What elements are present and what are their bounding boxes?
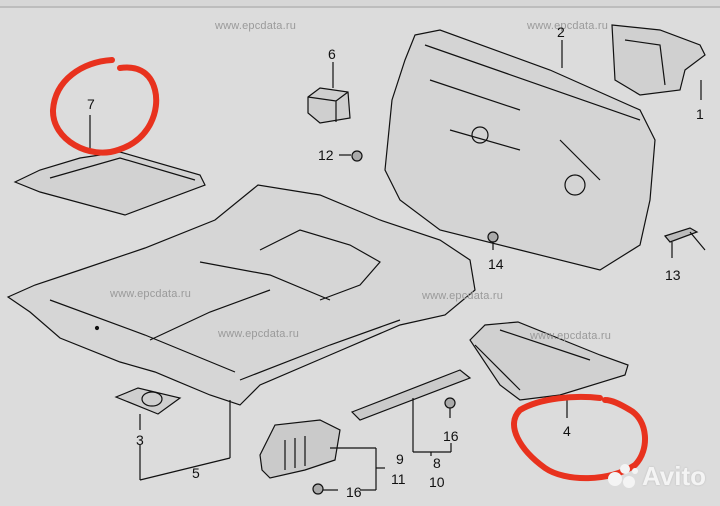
part-13-fastener [663, 227, 706, 258]
part-2-insulator [384, 29, 656, 271]
red-annotations [49, 57, 649, 482]
part-6-block [307, 62, 351, 124]
callout-11: 11 [391, 471, 406, 487]
callout-2: 2 [557, 24, 565, 40]
callout-6: 6 [328, 46, 336, 62]
callout-8: 8 [433, 455, 441, 471]
callout-12: 12 [318, 147, 334, 163]
part-5-floor-carpet [6, 184, 476, 442]
watermark-6: www.epcdata.ru [530, 330, 612, 342]
callout-16-upper: 16 [443, 428, 459, 444]
callout-1: 1 [696, 106, 704, 122]
watermark-4: www.epcdata.ru [218, 328, 300, 340]
callout-9: 9 [396, 451, 404, 467]
callout-13: 13 [665, 267, 681, 283]
part-4-tray [469, 321, 629, 418]
part-16-clip-lower [312, 483, 338, 495]
avito-watermark: Avito [607, 461, 706, 492]
part-7-panel [13, 115, 206, 216]
watermark-5: www.epcdata.ru [422, 290, 504, 302]
watermark-1: www.epcdata.ru [215, 20, 297, 32]
callout-5: 5 [192, 465, 200, 481]
part-8-10-strip [350, 369, 472, 456]
callout-14: 14 [488, 256, 504, 272]
top-border [0, 0, 720, 8]
callout-10: 10 [429, 474, 445, 490]
part-3-mat [114, 387, 182, 430]
callout-7: 7 [87, 96, 95, 112]
part-14-clip [487, 231, 499, 250]
callout-4: 4 [563, 423, 571, 439]
part-9-11-trim [259, 419, 385, 491]
part-16-clip-upper [444, 397, 456, 418]
watermark-2: www.epcdata.ru [527, 20, 609, 32]
part-12-clip [339, 150, 363, 162]
watermark-3: www.epcdata.ru [110, 288, 192, 300]
part-1-bracket [611, 24, 706, 100]
avito-brand-text: Avito [641, 461, 706, 491]
callout-16-lower: 16 [346, 484, 362, 500]
avito-logo-icon [607, 463, 638, 490]
callout-3: 3 [136, 432, 144, 448]
